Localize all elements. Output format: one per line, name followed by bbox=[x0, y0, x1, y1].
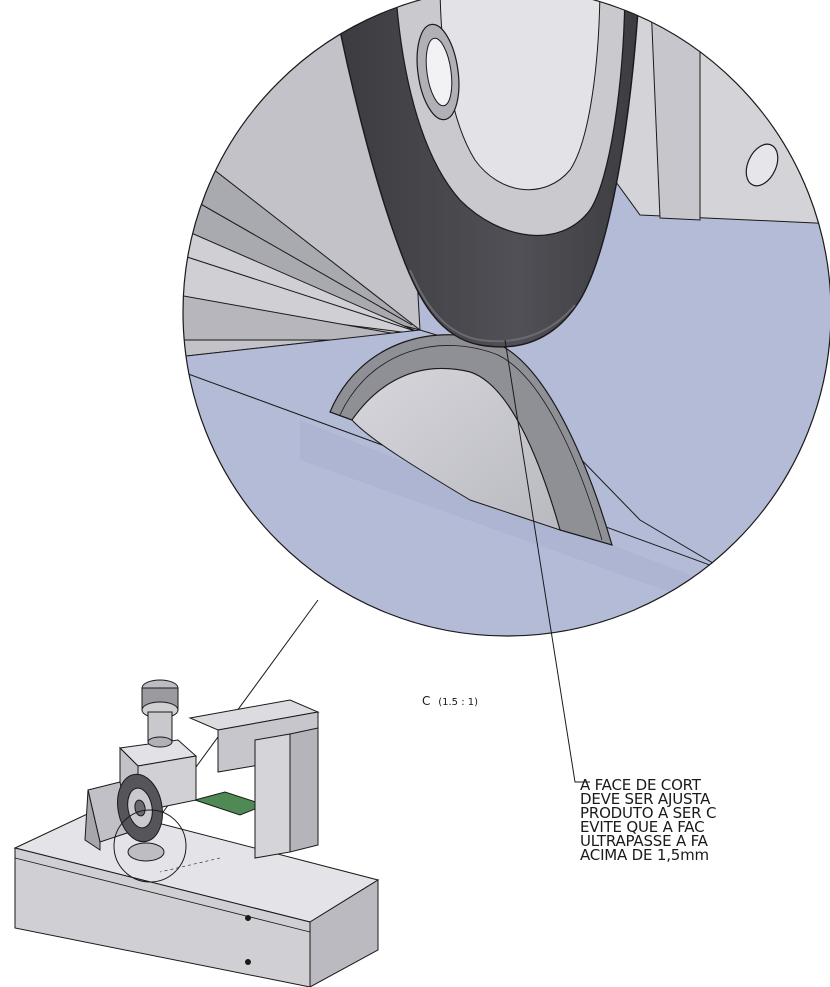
note-line-6: ACIMA DE 1,5mm bbox=[580, 846, 709, 863]
detail-view-label: C (1.5 : 1) bbox=[422, 694, 478, 708]
detail-view-c bbox=[183, 0, 830, 636]
detail-view-scale: (1.5 : 1) bbox=[438, 697, 479, 708]
note-line-4: EVITE QUE A FAC bbox=[580, 818, 705, 836]
note-line-2: DEVE SER AJUSTA bbox=[580, 790, 711, 808]
note-line-5: ULTRAPASSE A FA bbox=[580, 832, 708, 850]
cutting-face-note: A FACE DE CORT DEVE SER AJUSTA PRODUTO A… bbox=[580, 778, 830, 862]
note-line-3: PRODUTO A SER C bbox=[580, 804, 717, 822]
detail-view-letter: C bbox=[422, 694, 431, 708]
machine-overview bbox=[13, 679, 380, 987]
overview-detail-circle bbox=[113, 809, 187, 883]
detail-circle-outline bbox=[182, 0, 830, 637]
note-line-1: A FACE DE CORT bbox=[580, 778, 701, 794]
note-leader-line bbox=[504, 339, 590, 783]
